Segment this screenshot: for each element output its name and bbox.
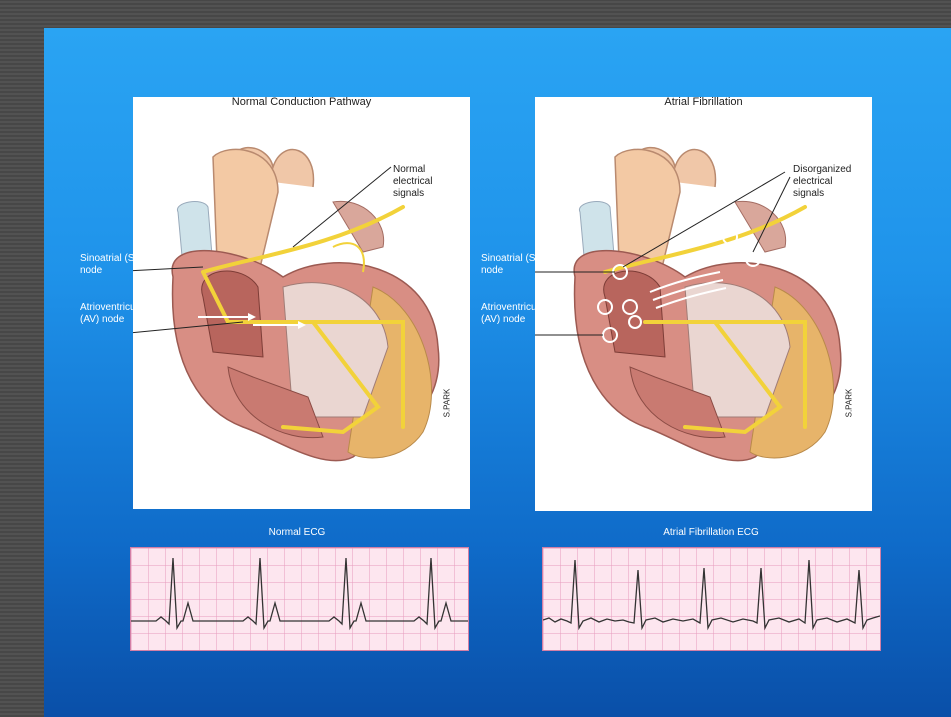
normal-signals-label: Normal electrical signals [393,164,432,200]
normal-av-node-label: Atrioventricular (AV) node [80,302,147,326]
normal-sa-node-label: Sinoatrial (SA) node [80,253,144,277]
afib-signals-label: Disorganized electrical signals [793,164,851,200]
normal-av-line2: (AV) node [80,314,147,326]
afib-ecg-strip [542,547,881,651]
normal-signals-line1: Normal [393,164,432,176]
afib-av-node-label: Atrioventricular (AV) node [481,302,548,326]
afib-ecg-title: Atrial Fibrillation ECG [611,527,811,538]
afib-av-line2: (AV) node [481,314,548,326]
afib-sa-node-label: Sinoatrial (SA) node [481,253,545,277]
normal-sa-line1: Sinoatrial (SA) [80,253,144,265]
normal-av-line1: Atrioventricular [80,302,147,314]
afib-sa-line1: Sinoatrial (SA) [481,253,545,265]
normal-conduction-panel: Normal Conduction Pathway Normal electri… [133,97,470,509]
afib-sa-line2: node [481,265,545,277]
normal-signals-line3: signals [393,188,432,200]
normal-signals-line2: electrical [393,176,432,188]
afib-heart-illustration [535,97,872,511]
normal-sa-line2: node [80,265,144,277]
normal-credit: S.PARK [441,389,453,418]
normal-heart-illustration [133,97,470,509]
normal-ecg-trace [131,548,468,650]
afib-signals-line2: electrical [793,176,851,188]
afib-ecg-trace [543,548,880,650]
normal-ecg-title: Normal ECG [197,527,397,538]
afib-credit: S.PARK [843,389,855,418]
afib-signals-line1: Disorganized [793,164,851,176]
afib-av-line1: Atrioventricular [481,302,548,314]
normal-ecg-strip [130,547,469,651]
afib-panel: Atrial Fibrillation Disorganized electri… [535,97,872,511]
afib-signals-line3: signals [793,188,851,200]
